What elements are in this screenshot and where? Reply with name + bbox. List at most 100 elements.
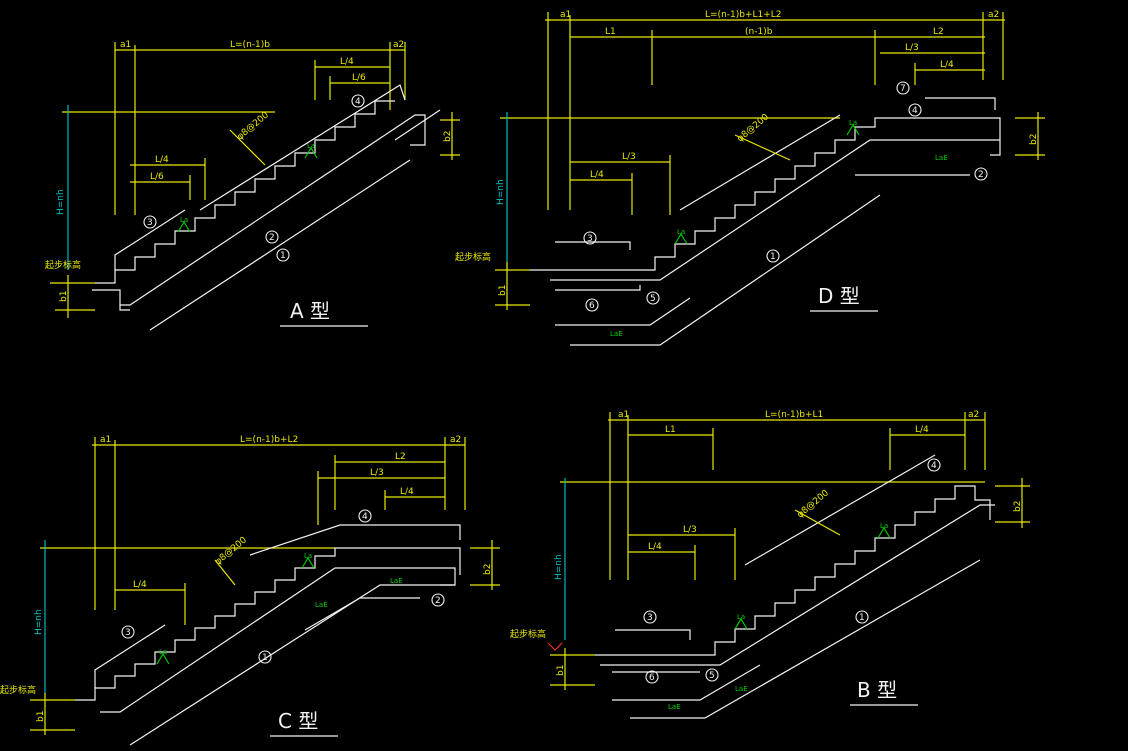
marker-4	[351, 94, 365, 108]
label-l1: L1	[605, 27, 616, 37]
rebar-6	[555, 285, 641, 291]
stair-panel-d: a1 a2 L=(n-1)b+L1+L2 L1 (n-1)b L2 L/3 L/…	[455, 10, 1045, 346]
marker-2-label: 2	[978, 170, 984, 180]
caption-d: D 型	[818, 284, 860, 308]
marker-1	[855, 610, 869, 624]
caption-c: C 型	[278, 709, 318, 733]
marker-1	[276, 248, 290, 262]
anchor-la-1	[734, 617, 748, 630]
label-a2: a2	[393, 40, 404, 50]
rebar-4	[199, 84, 406, 211]
label-lae-1: LaE	[610, 330, 623, 338]
label-a2: a2	[450, 435, 461, 445]
marker-6-label: 6	[589, 301, 595, 311]
marker-1-label: 1	[859, 613, 865, 623]
label-top-quarter: L/4	[400, 487, 414, 497]
stair-panel-c: a1 a2 L=(n-1)b+L2 L2 L/3 L/4 H=nh L/4 φ8…	[0, 435, 500, 746]
label-la-2: La	[304, 552, 312, 560]
rebar-4	[249, 524, 461, 556]
label-a2: a2	[968, 410, 979, 420]
marker-1	[258, 650, 272, 664]
marker-4	[927, 458, 941, 472]
label-top-quarter: L/4	[915, 425, 929, 435]
label-height: H=nh	[56, 189, 66, 215]
label-la-1: La	[677, 228, 685, 236]
leader-spacing	[734, 134, 791, 161]
marker-7-label: 7	[900, 84, 906, 94]
marker-2-label: 2	[435, 596, 441, 606]
label-start-elev: 起步标高	[510, 628, 546, 640]
label-la-1: La	[737, 613, 745, 621]
marker-5-label: 5	[650, 294, 656, 304]
rebar-1	[120, 114, 426, 306]
label-la-2: La	[880, 522, 888, 530]
anchor-la-2	[301, 556, 315, 569]
rebar-main	[600, 504, 995, 666]
rebar-1	[570, 194, 881, 346]
label-l2: L2	[933, 27, 944, 37]
label-a1: a1	[618, 410, 629, 420]
label-b1: b1	[498, 285, 508, 296]
label-span: L=(n-1)b+L1+L2	[705, 10, 782, 20]
marker-6-label: 6	[649, 673, 655, 683]
label-top-quarter: L/4	[940, 60, 954, 70]
rebar-3	[555, 241, 631, 250]
label-l1: L1	[665, 425, 676, 435]
label-start-elev: 起步标高	[455, 251, 491, 263]
marker-4-label: 4	[912, 106, 918, 116]
marker-1	[766, 249, 780, 263]
marker-2	[974, 167, 988, 181]
marker-4-label: 4	[931, 461, 937, 471]
label-start-elev: 起步标高	[45, 259, 81, 271]
label-spacing: φ8@200	[236, 110, 272, 142]
marker-5	[646, 291, 660, 305]
stair-panel-a: a1 a2 L=(n-1)b L/4 L/6 H=nh L/4 L/6 φ8@2…	[45, 40, 460, 331]
marker-3	[583, 231, 597, 245]
label-start-elev: 起步标高	[0, 684, 36, 696]
marker-3	[643, 610, 657, 624]
label-lae-2: LaE	[668, 703, 681, 711]
caption-a: A 型	[290, 299, 330, 323]
rebar-1	[129, 584, 455, 746]
label-spacing: φ8@200	[796, 488, 832, 520]
rebar-3	[114, 209, 186, 270]
label-span: L=(n-1)b	[230, 40, 270, 50]
marker-3-label: 3	[125, 628, 131, 638]
marker-6	[645, 670, 659, 684]
stair-steps-outline	[75, 547, 461, 701]
label-b2: b2	[1013, 501, 1023, 512]
label-span: L=(n-1)b+L2	[240, 435, 298, 445]
label-lae-2: LaE	[315, 601, 328, 609]
rebar-3	[94, 624, 166, 688]
marker-4-label: 4	[355, 97, 361, 107]
label-a1: a1	[120, 40, 131, 50]
label-la-2: La	[849, 119, 857, 127]
label-a1: a1	[560, 10, 571, 20]
label-b1: b1	[36, 711, 46, 722]
marker-4	[908, 103, 922, 117]
rebar-4	[744, 454, 936, 566]
label-mid: (n-1)b	[745, 27, 773, 37]
label-top-third: L/3	[905, 43, 919, 53]
marker-3	[143, 215, 157, 229]
rebar-7	[925, 97, 996, 110]
rebar-main	[550, 139, 1001, 281]
marker-1-label: 1	[262, 653, 268, 663]
label-top-sixth: L/6	[352, 73, 366, 83]
marker-5-label: 5	[709, 671, 715, 681]
marker-3	[121, 625, 135, 639]
marker-3-label: 3	[587, 234, 593, 244]
label-lae-2: LaE	[935, 154, 948, 162]
stair-panel-b: a1 a2 L=(n-1)b+L1 L1 L/4 H=nh L/3 L/4 φ8…	[510, 410, 1030, 719]
label-height: H=nh	[496, 179, 506, 205]
label-bot-sixth: L/6	[150, 172, 164, 182]
anchor-la-2	[304, 146, 318, 159]
label-spacing: φ8@200	[736, 112, 772, 144]
label-bot-quarter: L/4	[133, 580, 147, 590]
rebar-2	[304, 597, 420, 631]
stair-steps-outline	[595, 485, 991, 656]
label-b1: b1	[59, 291, 69, 302]
marker-2	[431, 593, 445, 607]
